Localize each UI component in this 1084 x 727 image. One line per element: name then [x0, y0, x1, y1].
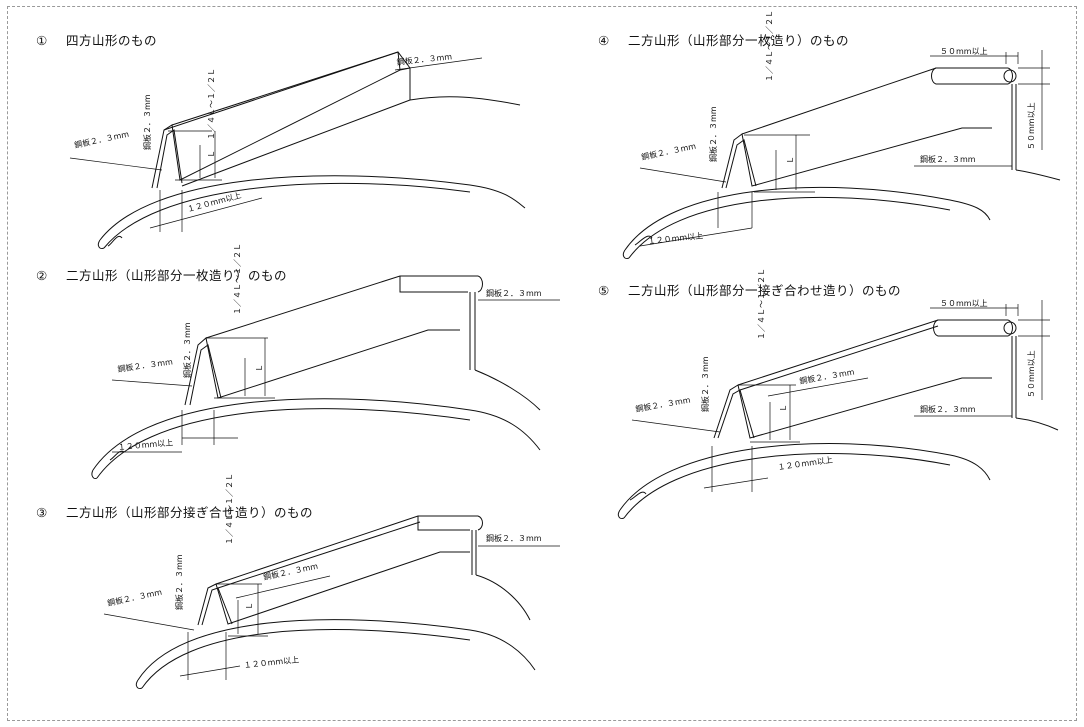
steel-label-4c: 鋼板２．３mm: [920, 154, 976, 164]
ridge-5: [713, 377, 992, 439]
L-label-3: Ｌ: [245, 602, 254, 610]
steel-label-2a: 鋼板２．３mm: [117, 356, 174, 374]
rail-width-label-4: ５０mm以上: [940, 47, 988, 56]
steel-label-3d: 鋼板２．３mm: [486, 533, 542, 543]
roof-arc-3: [137, 619, 536, 681]
rail-height-label-4: ５０mm以上: [1027, 102, 1036, 150]
width-label-2: １２０mm以上: [117, 438, 173, 452]
L-label-4: Ｌ: [786, 156, 795, 164]
L-label-1: Ｌ: [207, 150, 216, 158]
steel-label-3a: 鋼板２．３mm: [106, 587, 163, 608]
steel-label-1a: 鋼板２．３mm: [73, 129, 130, 150]
drawing-1: １２０mm以上 １／４Ｌ～１／２Ｌ Ｌ 鋼板２．３mm 鋼板２．３mm 鋼板２．…: [69, 51, 526, 249]
steel-label-5b: 鋼板２．３mm: [700, 356, 710, 412]
height-label-1: １／４Ｌ～１／２Ｌ: [207, 68, 216, 140]
steel-label-2b: 鋼板２．３mm: [182, 322, 192, 378]
steel-label-1b: 鋼板２．３mm: [142, 94, 152, 150]
rail-height-label-5: ５０mm以上: [1027, 350, 1036, 398]
steel-label-1c: 鋼板２．３mm: [396, 51, 453, 67]
ridge-1: [151, 67, 411, 189]
width-label-5: １２０mm以上: [777, 455, 833, 472]
L-label-2: Ｌ: [255, 364, 264, 372]
steel-label-2c: 鋼板２．３mm: [486, 288, 542, 298]
steel-label-4a: 鋼板２．３mm: [640, 141, 697, 162]
steel-label-4b: 鋼板２．３mm: [708, 106, 718, 162]
ridge-4: [721, 127, 992, 189]
height-label-4: １／４Ｌ～１／２Ｌ: [765, 10, 774, 82]
drawing-2: １２０mm以上 １／４Ｌ～１／２Ｌ Ｌ 鋼板２．３mm 鋼板２．３mm 鋼板２．…: [91, 243, 560, 479]
height-label-3: １／４Ｌ～１／２Ｌ: [225, 473, 234, 545]
roof-arc-5: [619, 443, 991, 511]
height-label-2: １／４Ｌ～１／２Ｌ: [233, 243, 242, 315]
roof-arc-2: [92, 398, 541, 471]
drawing-4: １２０mm以上 １／４Ｌ～１／２Ｌ Ｌ 鋼板２．３mm 鋼板２．３mm ５０mm…: [622, 10, 1061, 259]
rail-width-label-5: ５０mm以上: [940, 299, 988, 308]
drawing-5: １２０mm以上 １／４Ｌ～１／２Ｌ Ｌ 鋼板２．３mm 鋼板２．３mm 鋼板２．…: [617, 268, 1059, 519]
drawing-3: １２０mm以上 １／４Ｌ～１／２Ｌ Ｌ 鋼板２．３mm 鋼板２．３mm 鋼板２．…: [103, 473, 560, 689]
roof-arc-4: [624, 186, 991, 251]
L-label-5: Ｌ: [779, 404, 788, 412]
steel-label-5d: 鋼板２．３mm: [920, 404, 976, 414]
roof-arc-1: [99, 175, 526, 241]
width-label-3: １２０mm以上: [243, 655, 299, 670]
steel-label-5c: 鋼板２．３mm: [799, 366, 856, 386]
ridge-3: [197, 551, 470, 626]
steel-label-5a: 鋼板２．３mm: [635, 394, 692, 414]
height-label-5: １／４Ｌ～１／２Ｌ: [757, 268, 766, 340]
figure-frame: [7, 6, 1077, 721]
steel-label-3b: 鋼板２．３mm: [174, 554, 184, 610]
ridge-2: [184, 329, 460, 406]
